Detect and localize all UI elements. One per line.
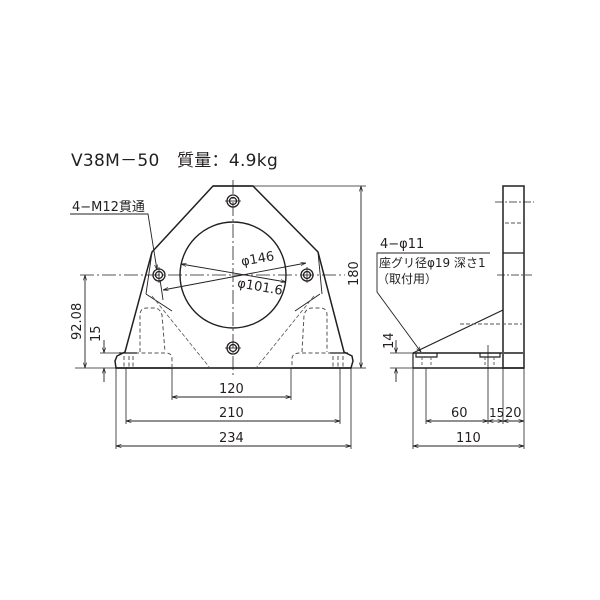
dim-side-15: 15: [489, 406, 505, 420]
side-hole-callout-line3: （取付用）: [377, 272, 438, 286]
dim-side-base-14: 14: [382, 332, 397, 349]
side-hole-callout-line1: 4−φ11: [380, 237, 425, 252]
dim-width-234: 234: [219, 431, 244, 446]
dim-width-120: 120: [219, 382, 244, 397]
dim-height-180: 180: [347, 261, 362, 286]
dim-side-110: 110: [456, 431, 481, 446]
hole-callout-m12: 4−M12貫通: [72, 200, 145, 215]
front-view: [70, 180, 366, 449]
drawing-title: V38M－50 質量：4.9kg: [71, 151, 279, 171]
side-view: [376, 185, 534, 449]
dim-width-210: 210: [219, 406, 244, 421]
side-hole-callout-line2: 座グリ径φ19 深さ1: [379, 256, 486, 270]
dim-height-92-08: 92.08: [70, 302, 85, 340]
dim-side-20: 20: [505, 406, 522, 421]
dim-base-15: 15: [89, 325, 104, 342]
dim-side-60: 60: [451, 406, 468, 421]
